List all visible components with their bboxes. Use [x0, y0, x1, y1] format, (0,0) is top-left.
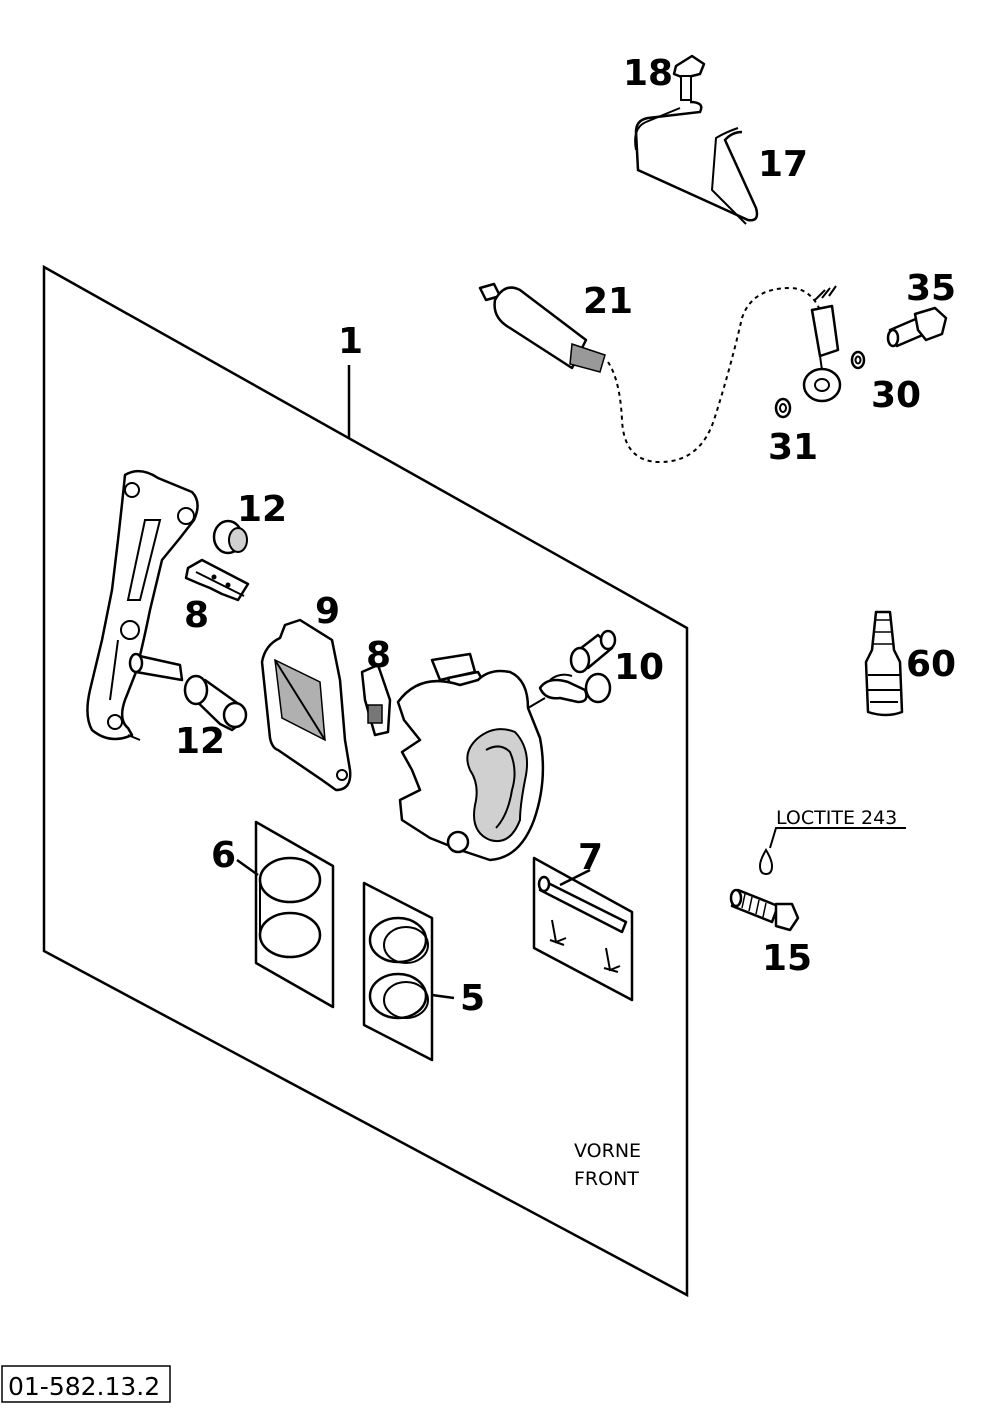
label-8-lower: 8 [366, 635, 391, 676]
guide-pin-12-lower [183, 674, 248, 732]
label-12-upper: 12 [237, 489, 287, 530]
label-15: 15 [762, 938, 812, 979]
spring-clip-8-lower [360, 663, 392, 737]
orientation-note-vorne: VORNE [574, 1140, 641, 1162]
loctite-drop [758, 848, 774, 876]
label-6: 6 [211, 835, 236, 876]
banjo-bolt-35 [886, 306, 948, 348]
loctite-note: LOCTITE 243 [776, 807, 897, 829]
leader-6 [236, 858, 259, 877]
washer-30 [850, 350, 866, 370]
reference-code: 01-582.13.2 [8, 1372, 160, 1401]
caliper-housing [396, 652, 546, 862]
orientation-note-front: FRONT [574, 1168, 639, 1190]
label-10: 10 [614, 647, 664, 688]
wire-clip-17 [634, 100, 759, 225]
assembly-panel [42, 264, 689, 1298]
label-8-upper: 8 [184, 595, 209, 636]
label-35: 35 [906, 268, 956, 309]
washer-31 [774, 397, 792, 419]
label-5: 5 [460, 978, 485, 1019]
pin-kit-7 [532, 856, 634, 1002]
banjo-fitting [802, 285, 842, 403]
brake-line-sleeve-21 [478, 282, 606, 373]
bleeder-valve-10 [538, 629, 617, 704]
screw-18 [672, 54, 706, 101]
label-1: 1 [338, 321, 363, 362]
label-60: 60 [906, 644, 956, 685]
spring-clip-8-upper [184, 558, 250, 602]
label-7: 7 [578, 837, 603, 878]
label-12-lower: 12 [175, 721, 225, 762]
leader-7 [559, 868, 591, 887]
leader-5 [431, 993, 455, 1000]
label-18: 18 [623, 53, 673, 94]
loctite-bottle-60 [864, 610, 904, 717]
brake-pad-9 [260, 618, 352, 792]
label-31: 31 [768, 427, 818, 468]
bolt-15 [729, 888, 800, 932]
label-21: 21 [583, 281, 633, 322]
label-17: 17 [758, 144, 808, 185]
reference-code-box [1, 1365, 171, 1403]
piston-kit-6 [254, 820, 335, 1009]
loctite-leader [769, 827, 906, 849]
caliper-bracket [86, 469, 199, 741]
label-30: 30 [871, 375, 921, 416]
label-9: 9 [315, 591, 340, 632]
seal-kit-5 [362, 881, 434, 1062]
bushing-12-upper [212, 519, 248, 555]
